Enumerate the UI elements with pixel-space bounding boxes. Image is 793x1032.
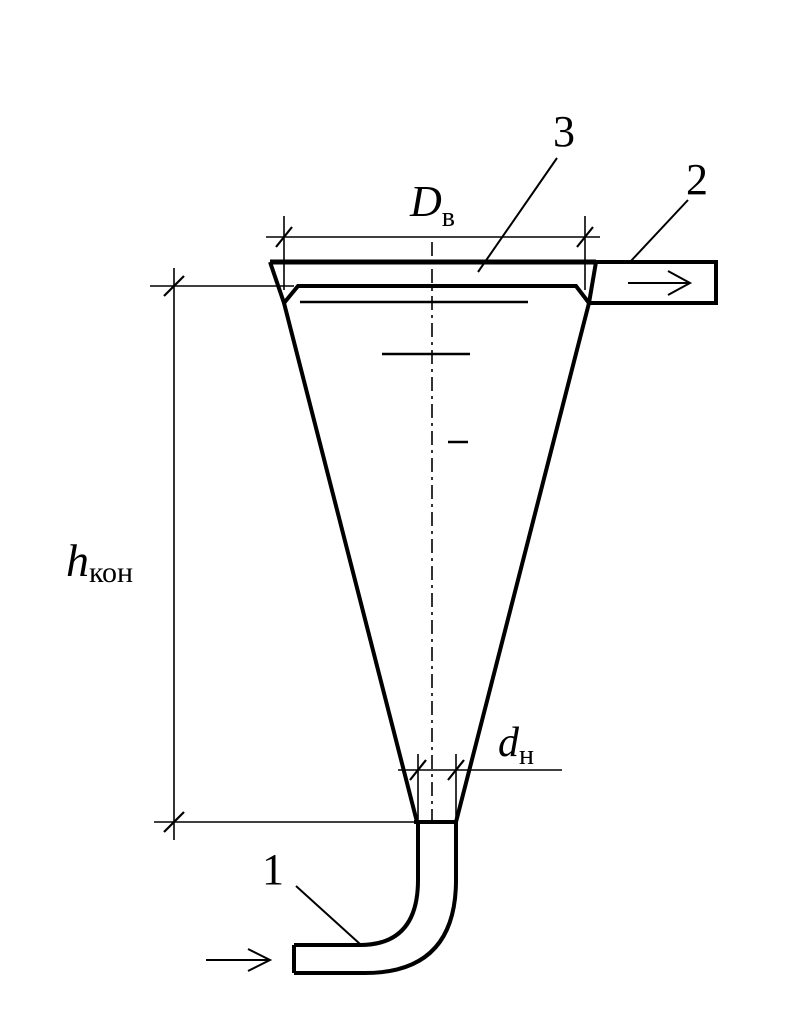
cone-body (268, 259, 598, 824)
inlet-flow-arrow (206, 948, 273, 972)
leader-inlet (295, 885, 361, 945)
cone-right-wall (454, 261, 598, 823)
outlet-pipe (589, 260, 718, 305)
inlet-pipe (292, 822, 458, 975)
callout-number-outlet: 2 (686, 155, 708, 204)
leader-outlet (629, 199, 689, 263)
label-cone-height: hкон (66, 535, 133, 589)
inlet-pipe-outer-wall (294, 822, 458, 975)
label-bottom-diameter: dн (498, 720, 534, 771)
dimension-top-diameter (266, 216, 600, 290)
overflow-trough (282, 284, 591, 305)
dimension-cone-height (150, 268, 416, 840)
label-top-diameter: Dв (409, 177, 455, 233)
leader-chute (477, 157, 558, 273)
callout-leaders (295, 157, 689, 945)
callout-number-inlet: 1 (262, 845, 284, 894)
callout-number-chute: 3 (553, 107, 575, 156)
outlet-arrow-head (667, 270, 693, 296)
inlet-pipe-inner-wall (294, 822, 420, 947)
dimension-bottom-diameter (398, 754, 562, 822)
cone-left-wall (268, 261, 419, 823)
